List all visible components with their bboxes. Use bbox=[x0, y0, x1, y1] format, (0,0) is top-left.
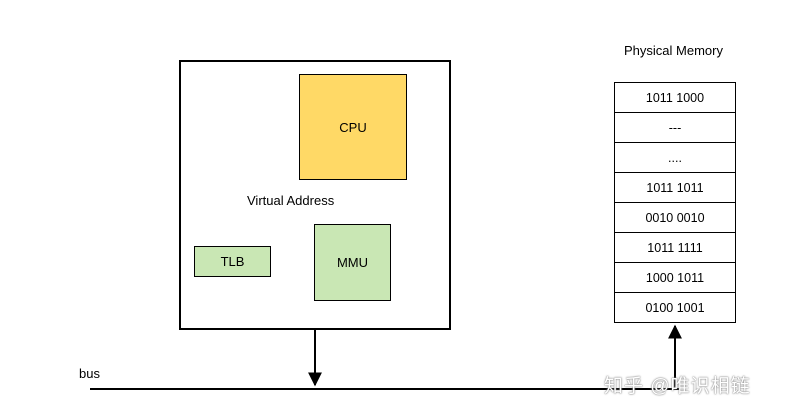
tlb-box: TLB bbox=[194, 246, 271, 277]
virtual-address-label: Virtual Address bbox=[247, 193, 335, 208]
memory-row: 1011 1000 bbox=[615, 83, 735, 113]
physical-memory-title: Physical Memory bbox=[624, 43, 723, 58]
bus-label: bus bbox=[79, 366, 100, 381]
watermark: 知乎 @唯识相链 bbox=[604, 376, 751, 397]
memory-row: 1011 1111 bbox=[615, 233, 735, 263]
mmu-label: MMU bbox=[336, 255, 369, 270]
cpu-box: CPU bbox=[299, 74, 407, 180]
memory-row: --- bbox=[615, 113, 735, 143]
memory-row: 0100 1001 bbox=[645, 300, 705, 315]
mmu-box: MMU bbox=[314, 224, 391, 301]
memory-row: 1000 1011 bbox=[615, 263, 735, 293]
memory-row: 1011 1011 bbox=[615, 173, 735, 203]
tlb-label: TLB bbox=[220, 254, 245, 269]
memory-row: .... bbox=[615, 143, 735, 173]
cpu-label: CPU bbox=[339, 119, 367, 135]
physical-memory-table: 1011 1000 --- .... 1011 1011 0010 0010 1… bbox=[614, 82, 736, 323]
memory-row: 0010 0010 bbox=[615, 203, 735, 233]
